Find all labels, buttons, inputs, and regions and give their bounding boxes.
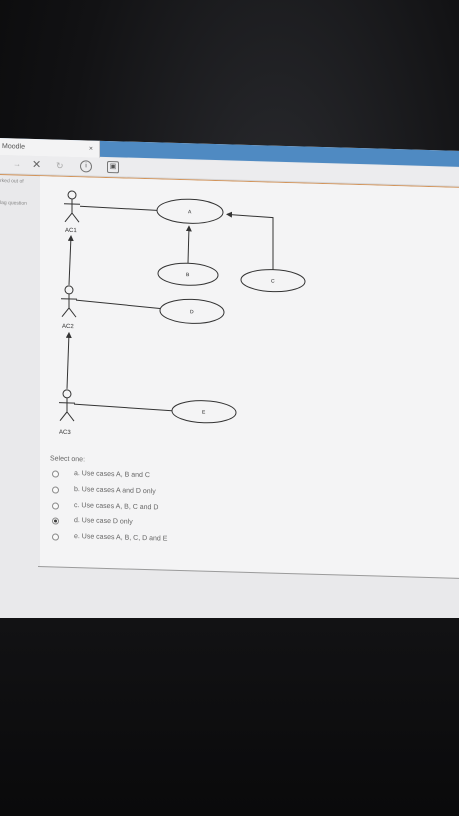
association-ac1-a bbox=[79, 205, 158, 211]
association-ac2-d bbox=[75, 299, 161, 309]
generalization-ac2-ac1 bbox=[67, 234, 74, 285]
keyboard-area bbox=[0, 618, 459, 816]
actor-ac3 bbox=[59, 389, 75, 422]
include-b-a bbox=[185, 225, 192, 264]
radio-button-selected[interactable] bbox=[52, 517, 59, 525]
actor-label-ac2: AC2 bbox=[62, 324, 74, 330]
actor-ac1 bbox=[64, 190, 80, 223]
use-case-label-e: E bbox=[202, 410, 206, 416]
include-c-a bbox=[226, 211, 274, 270]
use-case-d bbox=[159, 298, 225, 324]
actor-ac2 bbox=[61, 285, 77, 318]
browser-screen: Moodle × → ✕ ↻ i ▣ rked out of lag quest… bbox=[0, 138, 459, 631]
use-case-label-d: D bbox=[190, 309, 194, 315]
radio-button[interactable] bbox=[52, 486, 59, 494]
radio-button[interactable] bbox=[52, 502, 59, 510]
generalization-ac3-ac2 bbox=[65, 331, 72, 389]
radio-button[interactable] bbox=[52, 470, 59, 478]
radio-button[interactable] bbox=[52, 533, 59, 541]
association-ac3-e bbox=[73, 403, 173, 412]
use-case-label-c: C bbox=[271, 279, 275, 285]
use-case-diagram: AC1 AC2 AC3 A B C D bbox=[59, 190, 306, 436]
use-case-label-b: B bbox=[186, 272, 190, 278]
select-one-prompt: Select one: bbox=[50, 455, 86, 464]
actor-label-ac1: AC1 bbox=[65, 228, 77, 234]
use-case-label-a: A bbox=[188, 209, 192, 215]
actor-label-ac3: AC3 bbox=[59, 430, 71, 436]
